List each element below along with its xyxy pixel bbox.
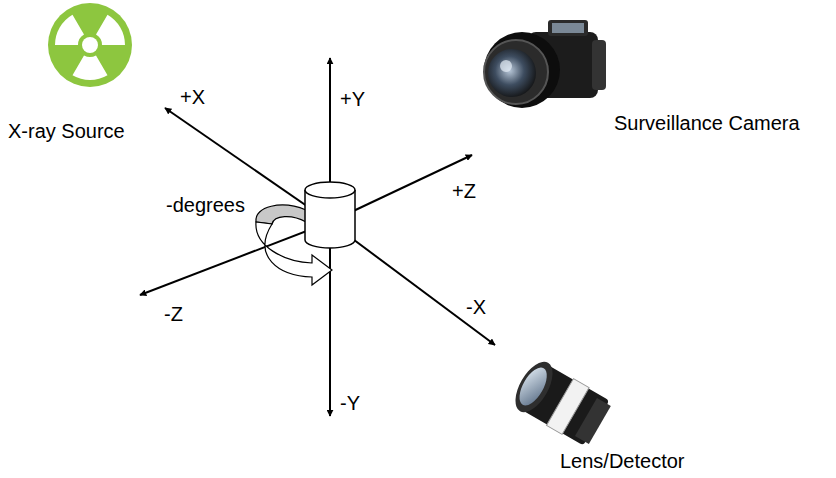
rotation-arrow (256, 222, 332, 285)
axis-lines (140, 58, 495, 416)
cylinder (305, 182, 355, 248)
axis-label: +X (180, 86, 205, 108)
trefoil-blade (73, 55, 108, 80)
icon-label: Lens/Detector (560, 450, 685, 472)
camera-icon (484, 20, 606, 108)
rotation-band (256, 205, 306, 224)
lens-icon (508, 356, 614, 449)
axis-label: +Y (340, 88, 365, 110)
axis-label: -Z (164, 303, 183, 325)
icon-label: Surveillance Camera (614, 112, 800, 134)
axis-line (140, 222, 330, 295)
radiation-icon (48, 3, 132, 87)
axis-label: +Z (452, 180, 476, 202)
trefoil-blade (55, 15, 84, 45)
icon-label: X-ray Source (8, 120, 125, 142)
axis-line (329, 222, 331, 416)
trefoil-blade (96, 15, 125, 45)
axis-label: -X (466, 296, 486, 318)
axis-label: -Y (340, 392, 360, 414)
rotation-label: -degrees (166, 194, 245, 216)
